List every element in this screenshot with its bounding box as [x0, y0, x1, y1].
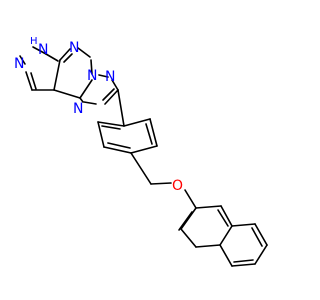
bond: [83, 101, 97, 105]
bond: [117, 89, 125, 127]
molecule-structure: H N N N N N N O: [14, 36, 268, 267]
bond: [195, 205, 222, 209]
bond: [111, 79, 119, 91]
bond: [79, 79, 93, 99]
bond: [145, 123, 153, 145]
atom-label-pyrimidine-n: N: [69, 40, 79, 56]
bond: [251, 227, 263, 247]
bond: [32, 46, 47, 55]
bond: [77, 47, 91, 58]
bond: [149, 118, 158, 147]
atom-labels: H N N N N N N O: [14, 36, 183, 194]
bond: [19, 55, 26, 65]
bond: [150, 182, 172, 185]
bond: [90, 59, 93, 75]
atom-label-triazole-top-n: N: [87, 68, 97, 84]
atom-label-triazole-left-n: N: [73, 101, 83, 117]
bond: [107, 142, 131, 149]
bond: [220, 205, 233, 227]
bond: [103, 146, 132, 154]
atom-label-pyrazole-n: N: [14, 56, 24, 72]
bond: [231, 223, 256, 227]
bond: [180, 228, 197, 248]
bond: [219, 244, 233, 267]
bond: [195, 244, 221, 248]
bond: [101, 125, 121, 130]
bond: [98, 74, 109, 78]
bond: [178, 211, 193, 231]
bond: [53, 89, 81, 99]
atom-label-triazole-right-n: N: [105, 69, 115, 85]
bond: [130, 145, 158, 154]
bond: [217, 209, 229, 227]
bond: [102, 88, 115, 101]
bond: [79, 97, 84, 103]
bond: [30, 72, 37, 90]
bond: [231, 263, 256, 267]
bond: [254, 244, 268, 265]
bond: [53, 59, 61, 91]
bond: [233, 259, 254, 263]
bond: [130, 152, 152, 185]
bond: [25, 71, 33, 91]
bond: [97, 121, 105, 148]
bond: [180, 207, 197, 230]
bond: [104, 89, 119, 105]
atom-label-ether-o: O: [172, 178, 183, 194]
bond: [219, 225, 233, 246]
bond: [184, 189, 197, 209]
bond: [254, 223, 268, 246]
atom-label-nh-n: N: [38, 42, 48, 58]
bond-lines: [19, 46, 268, 267]
bond: [59, 48, 71, 61]
bond: [123, 118, 151, 127]
bond: [97, 121, 125, 127]
atom-label-nh-h: H: [30, 36, 38, 47]
bond: [63, 53, 73, 63]
bond: [45, 53, 59, 62]
